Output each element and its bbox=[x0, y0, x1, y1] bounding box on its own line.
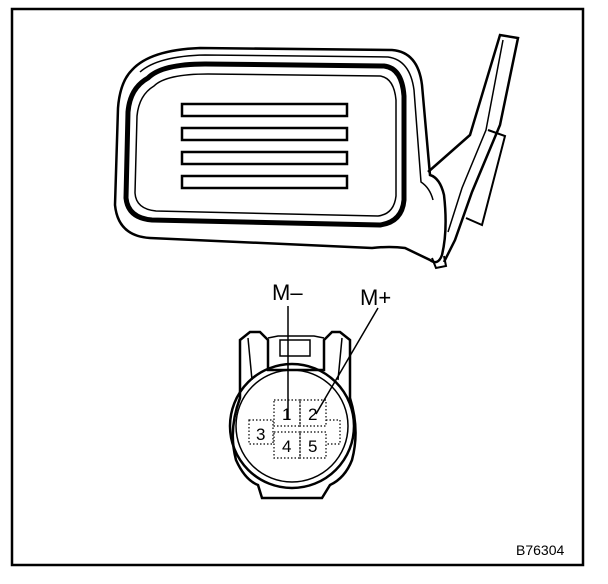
connector-shell bbox=[231, 330, 357, 500]
mirror-glass-edge bbox=[123, 61, 407, 228]
mirror-glass-surface bbox=[134, 73, 397, 217]
pin-cavity-key bbox=[326, 419, 341, 445]
label-m-minus: M– bbox=[272, 280, 303, 305]
mirror-mount-pad bbox=[465, 129, 507, 227]
pin-label-4: 4 bbox=[282, 437, 291, 456]
mirror-mount-arm-inner bbox=[447, 39, 504, 233]
pin-label-2: 2 bbox=[308, 405, 317, 424]
pin-label-1: 1 bbox=[282, 405, 291, 424]
figure-border bbox=[10, 7, 585, 567]
heater-line-2 bbox=[180, 126, 349, 142]
pin-cavity-2 bbox=[299, 399, 327, 427]
heater-line-1 bbox=[180, 102, 349, 118]
mirror-mount-arm bbox=[427, 33, 520, 263]
pin-label-3: 3 bbox=[256, 425, 265, 444]
pin-label-5: 5 bbox=[308, 437, 317, 456]
connector bbox=[228, 306, 379, 500]
label-m-plus: M+ bbox=[360, 285, 391, 310]
leader-m-plus bbox=[315, 307, 379, 415]
heater-line-4 bbox=[180, 174, 349, 190]
side-mirror bbox=[113, 33, 520, 270]
mirror-housing bbox=[113, 46, 447, 264]
connector-tab-right bbox=[337, 337, 343, 381]
mirror-housing-rim bbox=[139, 54, 434, 201]
heater-line-3 bbox=[180, 150, 349, 166]
pin-cavity-5 bbox=[299, 431, 327, 459]
pin-cavity-grid bbox=[248, 399, 341, 459]
pin-cavity-3 bbox=[248, 419, 274, 445]
connector-latch bbox=[279, 339, 311, 357]
mirror-mount-foot bbox=[431, 255, 448, 270]
connector-face-inner bbox=[235, 369, 349, 483]
connector-face-outer bbox=[228, 362, 356, 490]
connector-tab-left bbox=[247, 337, 253, 381]
figure-code: B76304 bbox=[516, 542, 564, 558]
connector-latch-top bbox=[267, 335, 325, 339]
